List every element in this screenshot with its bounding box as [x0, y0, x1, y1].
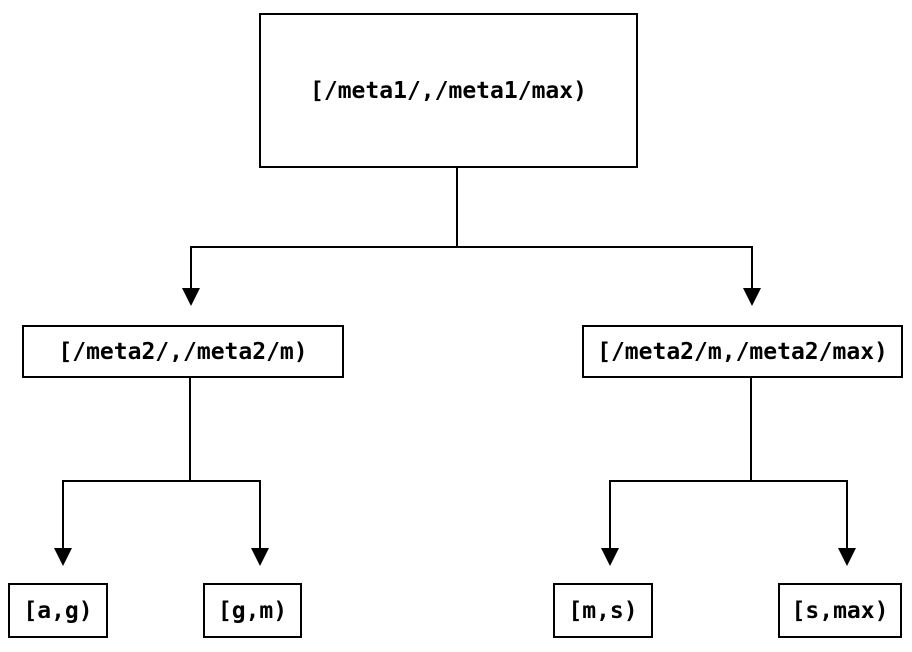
node-meta2-high-range: [/meta2/m,/meta2/max)	[582, 325, 903, 378]
node-leaf-range: [a,g)	[8, 583, 108, 638]
node-meta2-low-range: [/meta2/,/meta2/m)	[22, 325, 344, 378]
arrow-down-icon	[601, 548, 619, 566]
arrow-down-icon	[54, 548, 72, 566]
arrow-down-icon	[182, 288, 200, 306]
node-leaf-range: [s,max)	[778, 583, 902, 638]
arrow-down-icon	[838, 548, 856, 566]
node-root-range: [/meta1/,/meta1/max)	[259, 13, 638, 168]
arrow-down-icon	[743, 288, 761, 306]
node-leaf-range: [g,m)	[203, 583, 302, 638]
arrow-down-icon	[251, 548, 269, 566]
node-leaf-range: [m,s)	[553, 583, 653, 638]
